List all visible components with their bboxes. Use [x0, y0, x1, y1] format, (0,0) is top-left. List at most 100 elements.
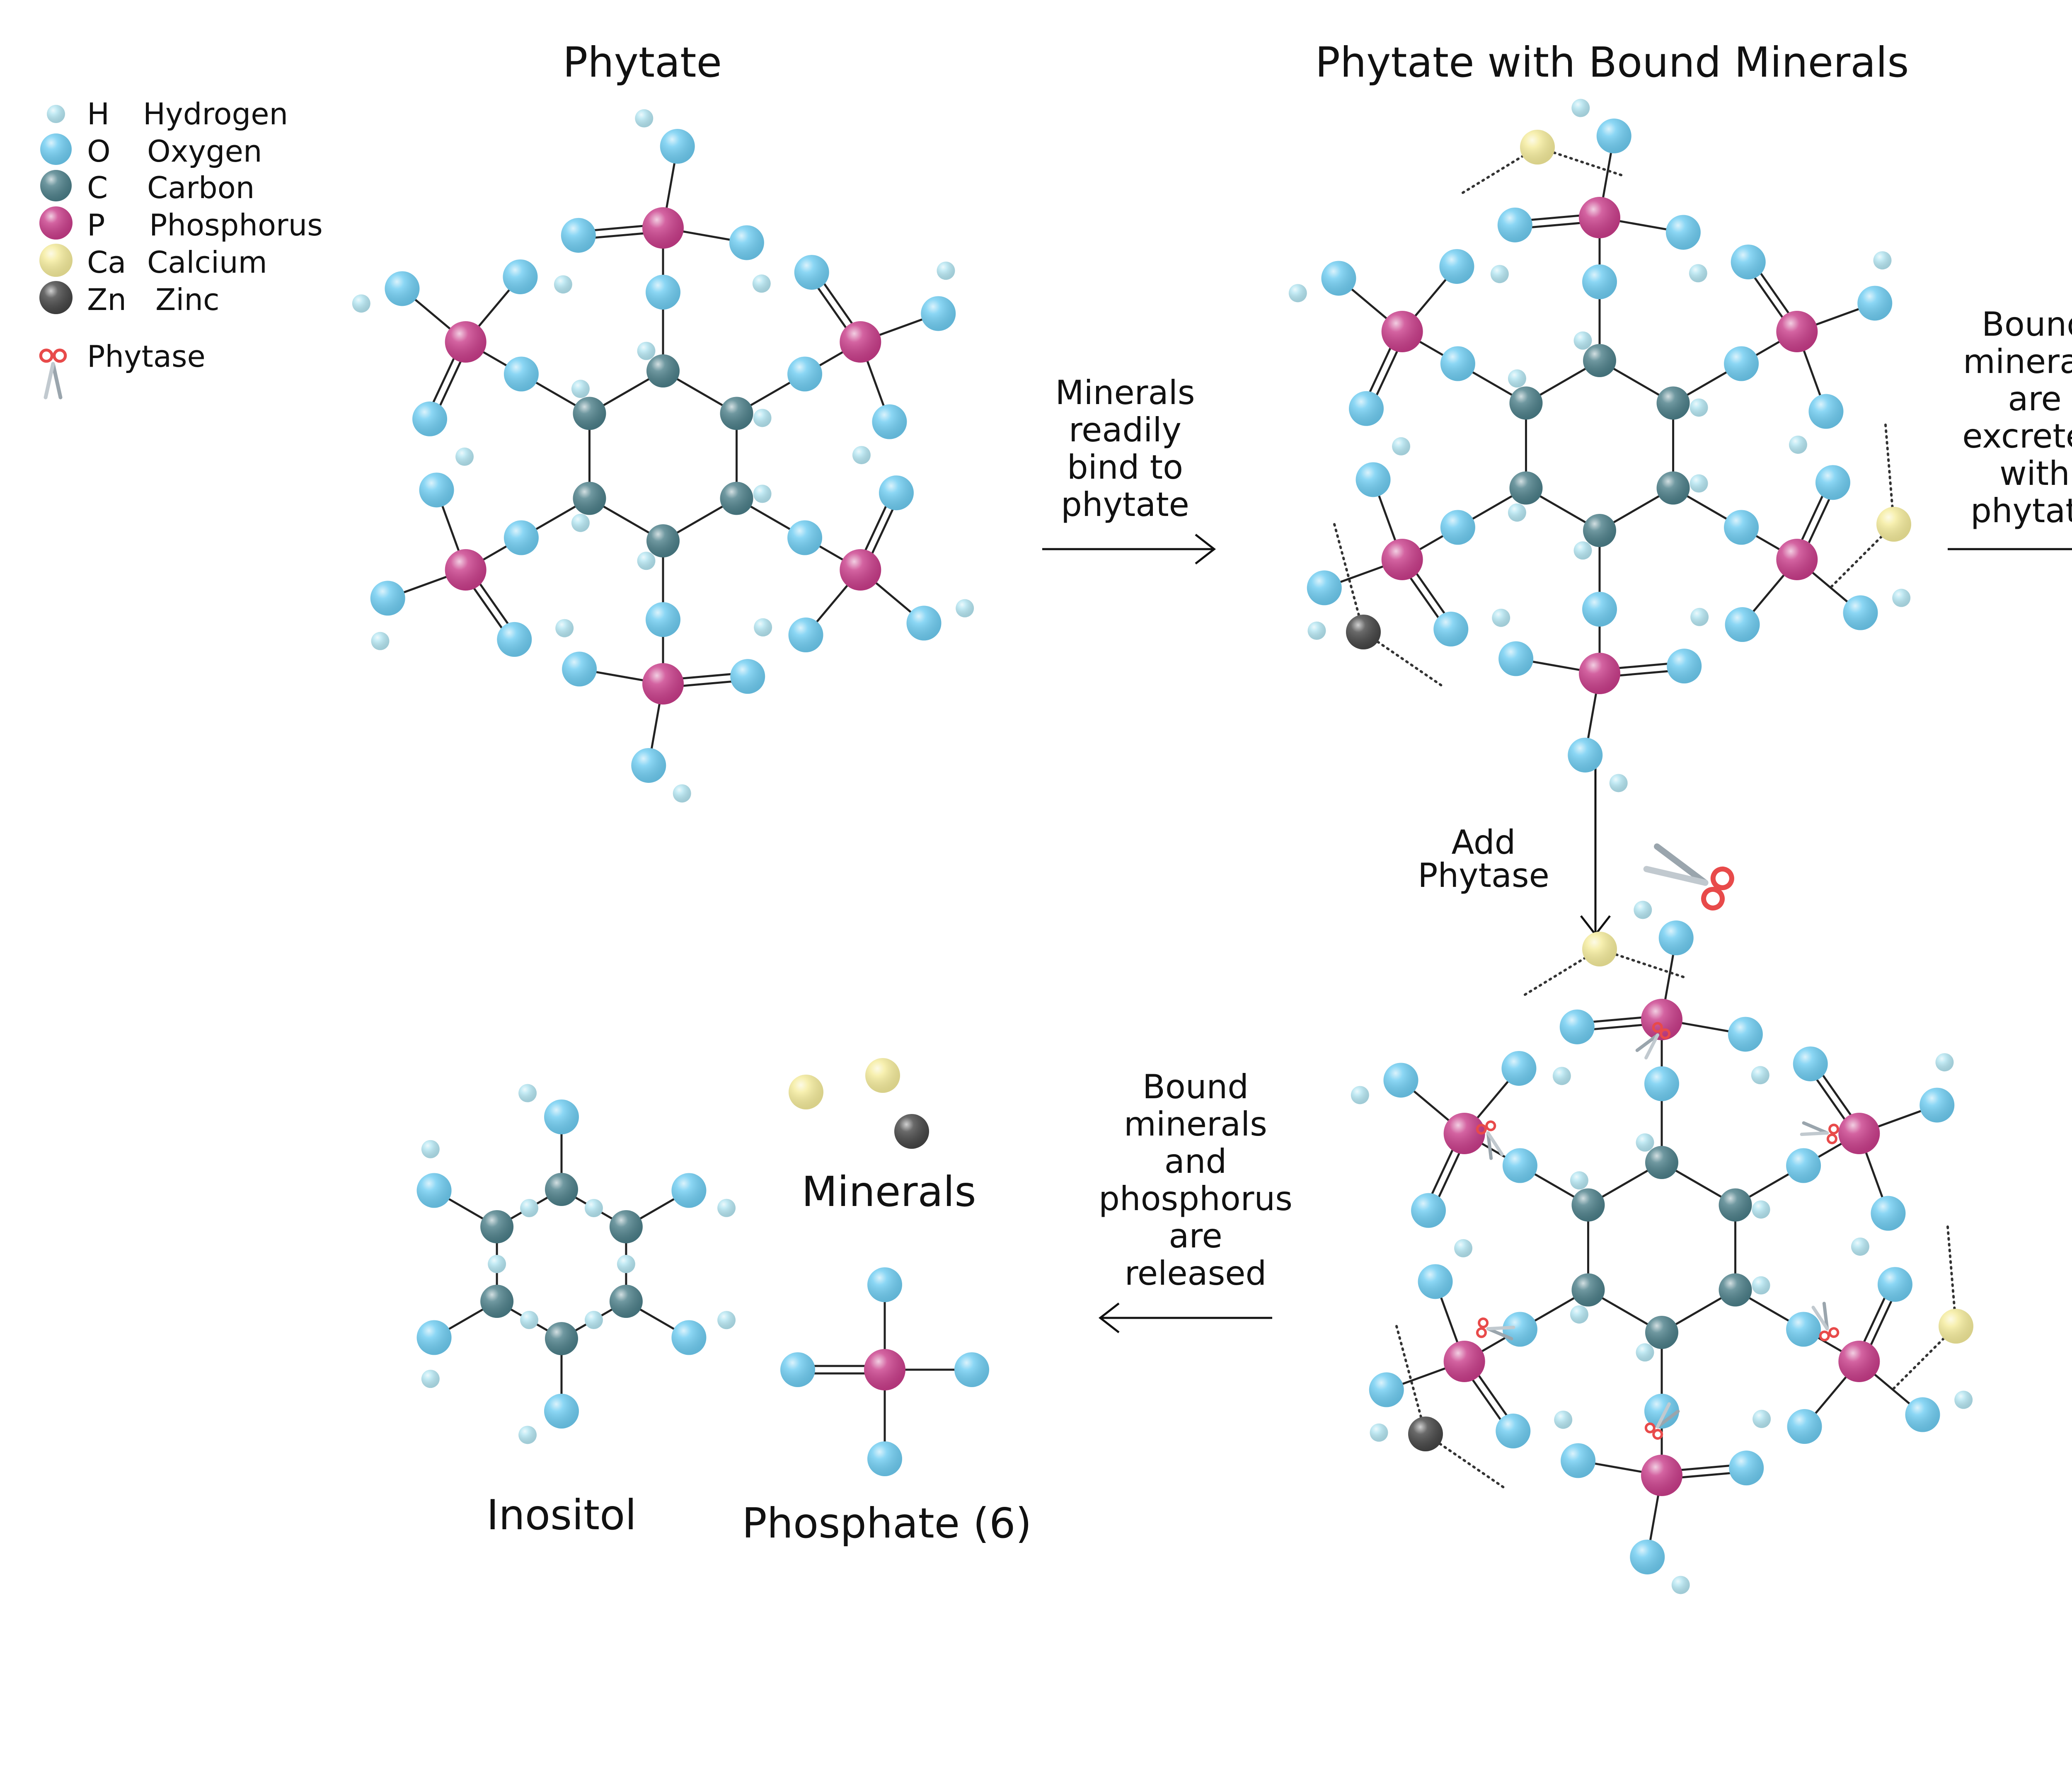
- oxygen-atom: [385, 271, 420, 306]
- oxygen-atom: [1731, 245, 1766, 280]
- hydrogen-atom: [1752, 1409, 1771, 1428]
- legend-symbol: O: [87, 134, 111, 169]
- oxygen-atom: [503, 520, 539, 555]
- hydrogen-atom: [1690, 474, 1708, 493]
- hydrogen-atom: [584, 1199, 603, 1217]
- legend-symbol: Zn: [87, 282, 126, 317]
- hydrogen-atom: [637, 341, 656, 360]
- down-arrow-icon: [1580, 763, 1611, 937]
- hydrogen-atom: [1671, 1576, 1690, 1594]
- hydrogen-atom: [1492, 608, 1510, 627]
- phosphorus-atom: [445, 321, 487, 363]
- phosphorus-atom: [840, 549, 881, 591]
- hydrogen-atom: [520, 1199, 539, 1217]
- oxygen-atom: [416, 1173, 452, 1208]
- excrete-step-line: minerals: [1963, 342, 2072, 381]
- carbon-atom: [1571, 1273, 1605, 1307]
- legend-symbol: P: [87, 208, 105, 242]
- oxygen-atom: [1871, 1196, 1906, 1231]
- carbon-atom: [1509, 471, 1543, 505]
- hydrogen-atom: [1554, 1410, 1573, 1429]
- oxygen-atom: [1411, 1193, 1446, 1228]
- oxygen-atom: [1815, 465, 1850, 500]
- carbon-atom: [1719, 1188, 1752, 1222]
- release-step-line: and: [1164, 1142, 1227, 1181]
- inositol-molecule: [416, 1084, 736, 1444]
- oxygen-atom: [646, 602, 680, 637]
- hydrogen-atom: [1552, 1067, 1571, 1085]
- legend-item-phytase: Phytase: [39, 339, 206, 400]
- oxygen-atom: [1725, 607, 1760, 642]
- oxygen-atom: [1418, 1264, 1453, 1299]
- hydrogen-atom: [1935, 1053, 1954, 1072]
- oxygen-atom: [544, 1099, 579, 1134]
- carbon-atom: [480, 1285, 514, 1318]
- legend-item-oxygen: O Oxygen: [40, 133, 262, 169]
- oxygen-atom: [1786, 1312, 1821, 1347]
- phytase-legend-label: Phytase: [87, 339, 206, 374]
- legend-name: Calcium: [147, 245, 267, 280]
- legend-item-carbon: C Carbon: [40, 170, 254, 205]
- hydrogen-atom: [1570, 1171, 1588, 1190]
- oxygen-atom: [1786, 1148, 1821, 1183]
- carbon-atom: [646, 524, 680, 557]
- excrete-step-line: phytate: [1970, 492, 2072, 530]
- phosphorus-atom: [1443, 1113, 1485, 1154]
- oxygen-atom: [1356, 462, 1391, 497]
- oxygen-atom: [1787, 1409, 1822, 1444]
- carbon-atom: [1571, 1188, 1605, 1222]
- inositol-label: Inositol: [487, 1491, 637, 1539]
- phosphorus-atom: [1838, 1113, 1880, 1154]
- oxygen-atom: [1644, 1066, 1679, 1101]
- oxygen-atom: [921, 296, 956, 331]
- oxygen-atom: [906, 605, 942, 641]
- legend-symbol: Ca: [87, 245, 126, 280]
- oxygen-atom: [954, 1352, 989, 1387]
- scissors-icon: [1811, 1302, 1840, 1342]
- hydrogen-atom: [1634, 901, 1652, 919]
- carbon-atom: [1645, 1316, 1678, 1349]
- hydrogen-atom-icon: [47, 105, 65, 123]
- oxygen-atom: [1724, 346, 1759, 381]
- hydrogen-atom: [1392, 437, 1411, 455]
- oxygen-atom: [730, 659, 765, 694]
- carbon-atom: [720, 482, 753, 515]
- legend-name: Hydrogen: [143, 97, 288, 131]
- phosphorus-atom: [1776, 539, 1818, 580]
- hydrogen-atom: [1851, 1237, 1869, 1256]
- oxygen-atom: [794, 255, 829, 290]
- excrete-step-line: Bound: [1982, 305, 2072, 344]
- hydrogen-atom: [754, 618, 772, 637]
- oxygen-atom: [1561, 1443, 1596, 1478]
- hydrogen-atom: [1570, 1305, 1588, 1324]
- phosphorus-atom: [445, 549, 487, 591]
- oxygen-atom: [1497, 207, 1532, 242]
- hydrogen-atom: [852, 446, 871, 465]
- scissors-icon: [1476, 1120, 1504, 1160]
- hydrogen-atom: [1689, 264, 1707, 283]
- bind-step-line: readily: [1069, 411, 1181, 449]
- hydrogen-atom: [421, 1140, 440, 1158]
- calcium-atom: [789, 1075, 823, 1109]
- hydrogen-atom: [1609, 774, 1628, 792]
- calcium-atom: [865, 1058, 900, 1093]
- atoms: [1288, 99, 1911, 792]
- phosphate-molecule: [780, 1267, 989, 1476]
- bonds: [433, 1117, 690, 1411]
- atoms: [780, 1267, 989, 1476]
- oxygen-atom: [1440, 346, 1475, 381]
- carbon-atom: [1583, 514, 1616, 547]
- hydrogen-atom: [752, 274, 771, 293]
- legend-name: Oxygen: [147, 134, 262, 169]
- excrete-step: Bound minerals are excreted with phytate: [1948, 305, 2072, 550]
- right-arrow-icon: [1042, 534, 1216, 564]
- carbon-atom: [545, 1322, 578, 1355]
- oxygen-atom: [561, 218, 596, 253]
- phosphorus-atom: [840, 321, 881, 363]
- carbon-atom: [545, 1173, 578, 1206]
- scissors-icon: [1476, 1317, 1515, 1341]
- oxygen-atom: [1630, 1539, 1665, 1574]
- phosphorus-atom: [1776, 311, 1818, 352]
- bound-phytate-molecule: [1288, 99, 1911, 792]
- excrete-step-line: with: [1999, 454, 2070, 493]
